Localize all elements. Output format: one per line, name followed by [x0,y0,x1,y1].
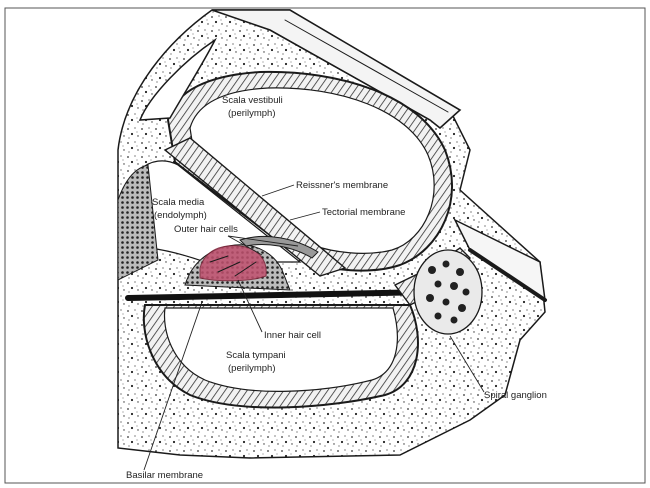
label-scala-media: Scala media [152,197,205,208]
label-tectorial-membrane: Tectorial membrane [322,207,405,218]
label-scala-vestibuli-sub: (perilymph) [228,108,276,119]
spiral-ganglion [414,250,482,334]
label-scala-tympani: Scala tympani [226,350,286,361]
label-inner-hair-cell: Inner hair cell [264,330,321,341]
label-basilar-membrane: Basilar membrane [126,470,203,481]
label-reissners-membrane: Reissner's membrane [296,180,388,191]
label-spiral-ganglion: Spiral ganglion [484,390,547,401]
label-scala-vestibuli: Scala vestibuli [222,95,283,106]
label-scala-tympani-sub: (perilymph) [228,363,276,374]
label-outer-hair-cells: Outer hair cells [174,224,238,235]
label-scala-media-sub: (endolymph) [154,210,207,221]
